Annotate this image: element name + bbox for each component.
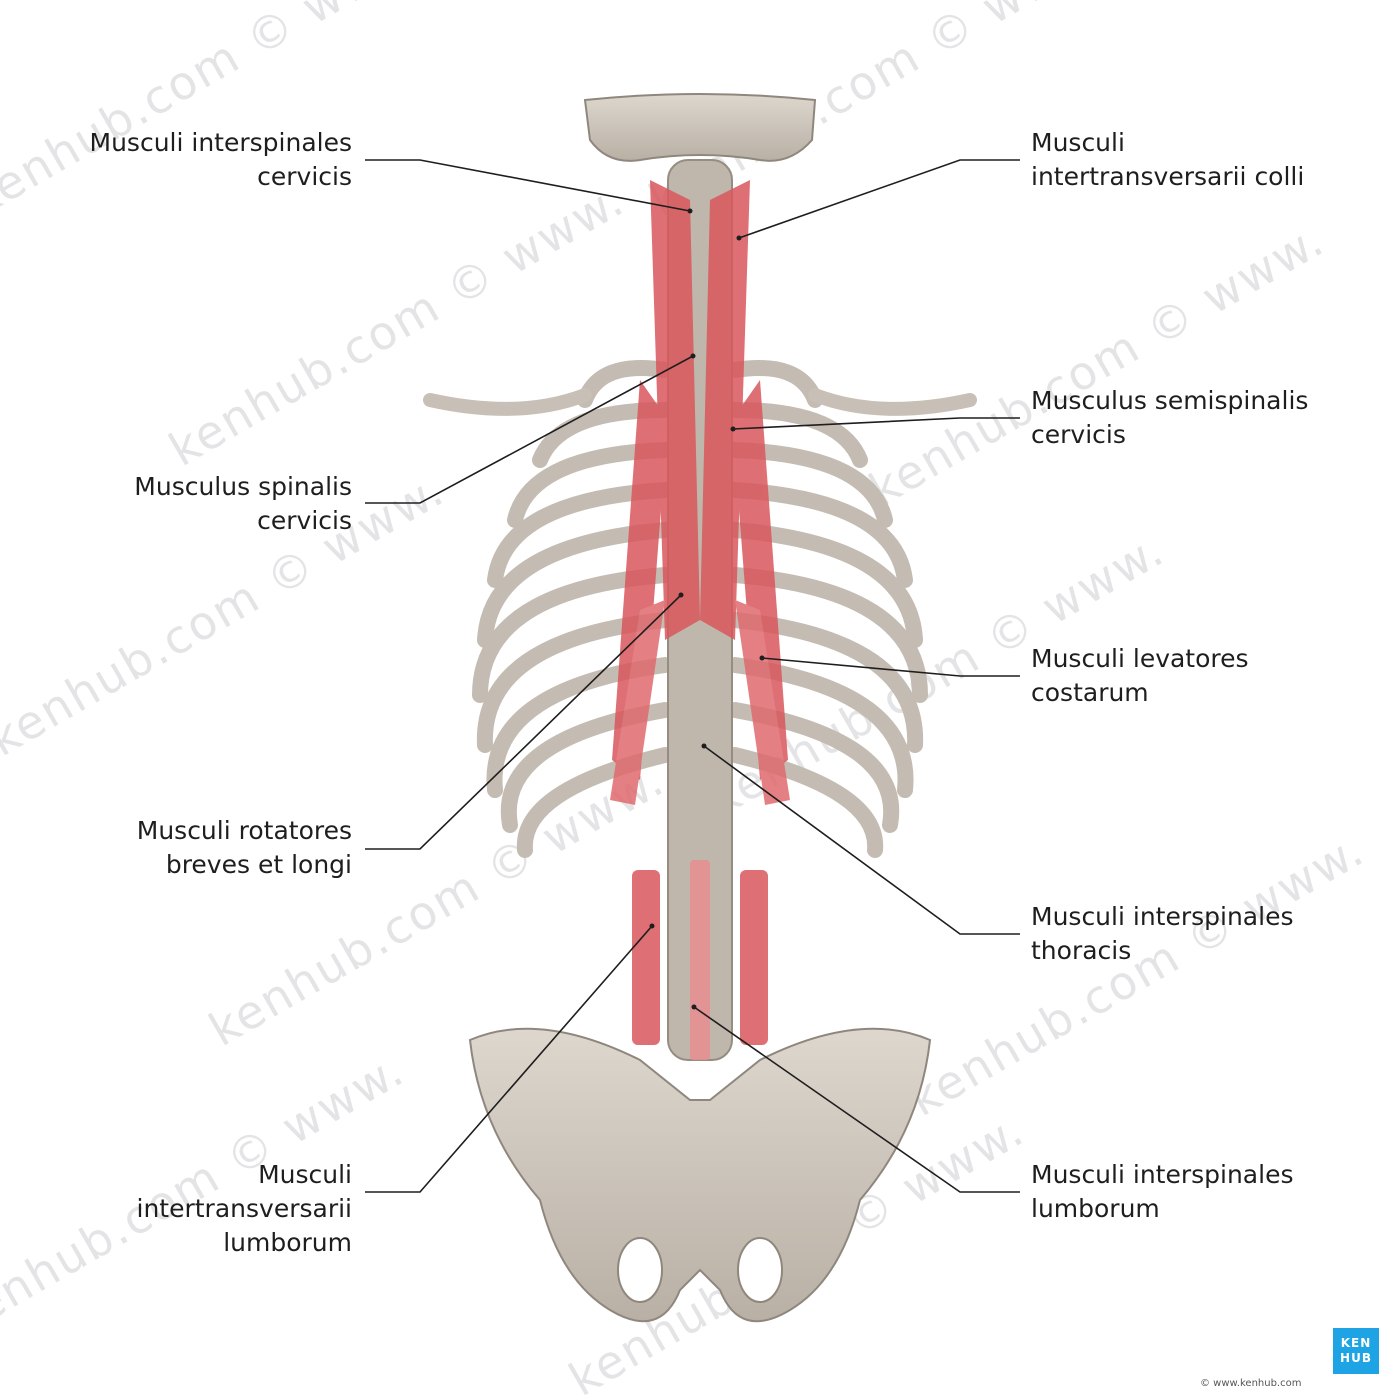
leader-interspinales-cervicis xyxy=(365,159,691,212)
label-spinalis-cervicis: Musculus spinalis cervicis xyxy=(134,472,352,535)
label-intertransversarii-lumborum: Musculi intertransversarii lumborum xyxy=(136,1160,353,1257)
clavicle-right xyxy=(808,388,977,416)
label-intertransversarii-colli: Musculi intertransversarii colli xyxy=(1031,128,1305,191)
leader-spinalis-cervicis xyxy=(365,355,694,504)
leader-rotatores xyxy=(365,594,682,850)
obturator-foramen-right xyxy=(737,1237,783,1303)
clavicle-left xyxy=(423,388,592,416)
label-interspinales-cervicis: Musculi interspinales cervicis xyxy=(89,128,352,191)
leader-semispinalis-cervicis xyxy=(732,417,1020,430)
label-rotatores: Musculi rotatores breves et longi xyxy=(136,816,352,879)
copyright-text: © www.kenhub.com xyxy=(1200,1378,1302,1389)
skull-base xyxy=(583,93,817,162)
label-interspinales-lumborum: Musculi interspinales lumborum xyxy=(1031,1160,1294,1223)
leader-endpoints xyxy=(649,208,765,1010)
pelvis xyxy=(468,1027,932,1323)
label-levatores-costarum: Musculi levatores costarum xyxy=(1031,644,1249,707)
lumbar-muscles xyxy=(632,860,768,1060)
label-semispinalis-cervicis: Musculus semispinalis cervicis xyxy=(1031,386,1309,449)
leader-intertransversarii-lumborum xyxy=(365,925,653,1193)
label-interspinales-thoracis: Musculi interspinales thoracis xyxy=(1031,902,1294,965)
leader-interspinales-thoracis xyxy=(703,745,1020,935)
kenhub-logo: KEN HUB xyxy=(1333,1328,1379,1374)
leader-interspinales-lumborum xyxy=(693,1006,1020,1193)
leader-intertransversarii-colli xyxy=(738,159,1020,239)
leader-lines xyxy=(365,159,1020,1193)
obturator-foramen-left xyxy=(617,1237,663,1303)
leader-levatores-costarum xyxy=(761,657,1020,677)
muscle-group xyxy=(610,180,790,805)
